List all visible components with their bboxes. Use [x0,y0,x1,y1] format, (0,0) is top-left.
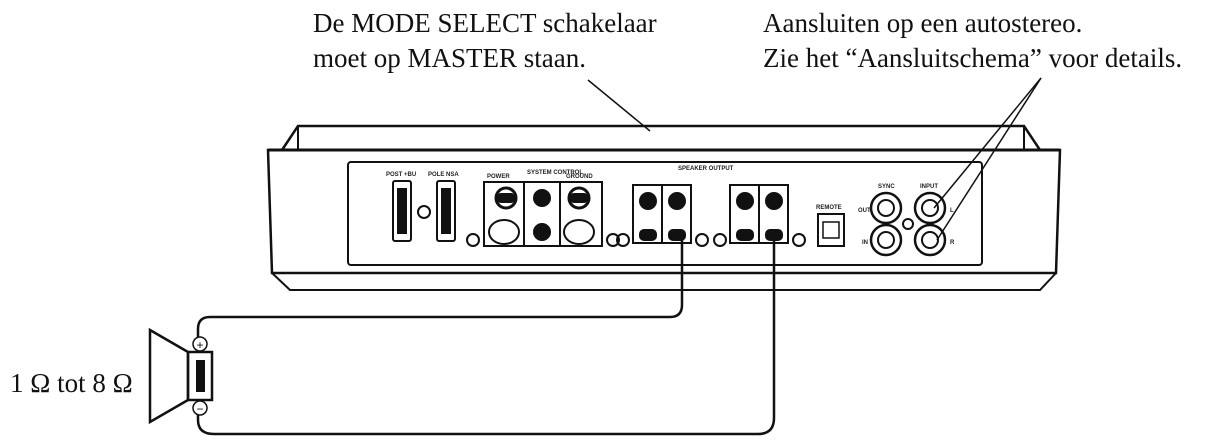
mode-leader-line [587,79,651,132]
power-label: POWER [487,174,510,180]
stereo-caption: Aansluiten op een autostereo. Zie het “A… [763,6,1182,76]
input-leader-line-1 [933,77,1042,209]
ground-label: GROUND [566,174,593,180]
rca-jacks [869,191,947,257]
input-leader-line-2 [936,77,1042,241]
stereo-caption-line-2: Zie het “Aansluitschema” voor details. [763,43,1183,73]
remote-port [817,213,845,247]
mode-select-caption-line-2: moet op MASTER staan. [313,43,586,73]
speaker-output-label: SPEAKER OUTPUT [678,166,734,172]
input-label: INPUT [920,184,938,190]
mode-select-caption: De MODE SELECT schakelaar moet op MASTER… [313,6,657,76]
post-neg-label: POLE NSA [428,172,459,178]
mode-select-caption-line-1: De MODE SELECT schakelaar [313,8,657,38]
remote-label: REMOTE [816,205,842,211]
sync-label: SYNC [878,184,895,190]
post-pos-label: POST +BU [386,172,416,178]
power-terminals [392,180,456,242]
speaker-output-block-2 [713,184,806,247]
speaker-wire-positive [196,240,684,337]
speaker-output-block-1 [616,184,709,247]
panel-labels: POST +BU POLE NSA POWER SYSTEM CONTROL G… [386,166,955,246]
system-control-label: SYSTEM CONTROL [527,170,583,176]
stereo-caption-line-1: Aansluiten op een autostereo. [763,8,1083,38]
speaker-minus-sign: − [196,402,203,416]
in-label: IN [862,240,868,246]
speaker-icon [148,327,214,425]
out-label: OUT [858,208,871,214]
speaker-wire-negative [196,240,776,436]
speaker-plus-sign: + [196,338,203,352]
power-connector-block [466,181,620,247]
input-right-label: R [950,240,955,246]
impedance-caption: 1 Ω tot 8 Ω [10,368,133,398]
input-left-label: L [950,208,954,214]
amplifier-body [266,124,1062,291]
